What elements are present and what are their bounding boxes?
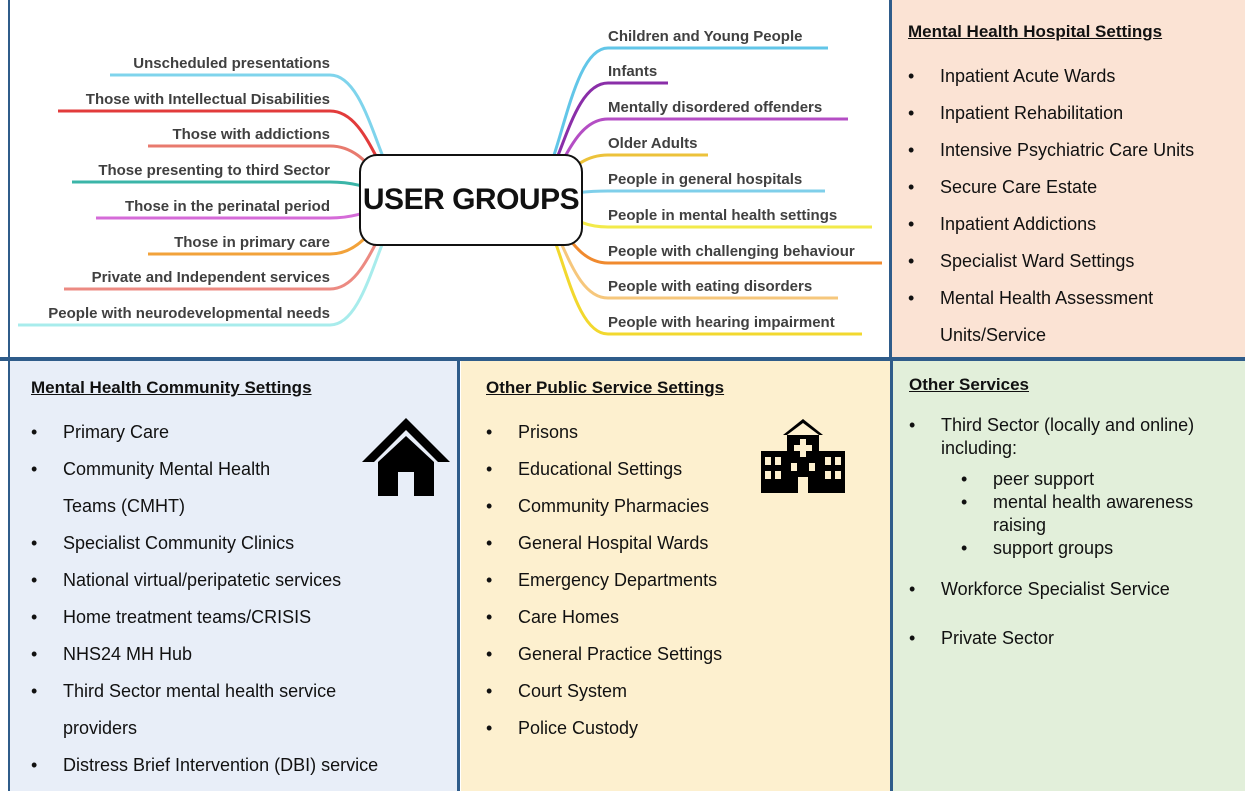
- hospital-building-icon: [761, 419, 845, 493]
- house-icon: [362, 418, 450, 496]
- community-item: Community Mental Health Teams (CMHT): [31, 451, 313, 525]
- right-branch-label: People with hearing impairment: [608, 314, 835, 331]
- third-sector-label: Third Sector (locally and online) includ…: [941, 415, 1195, 458]
- top-vertical-divider: [889, 0, 892, 358]
- hospital-item: Secure Care Estate: [908, 169, 1228, 206]
- bottom-vertical-divider-right: [890, 358, 893, 791]
- other-item-private: Private Sector: [909, 627, 1229, 650]
- left-branch-label: Those with addictions: [172, 126, 330, 143]
- bottom-vertical-divider-left: [457, 358, 460, 791]
- mindmap-center-node: USER GROUPS: [359, 154, 583, 246]
- right-branch-label: Mentally disordered offenders: [608, 99, 823, 116]
- public-item: Court System: [486, 673, 890, 710]
- public-service-settings-title: Other Public Service Settings: [486, 378, 725, 397]
- left-branch-label: Those in the perinatal period: [124, 198, 330, 215]
- community-settings-panel: Mental Health Community Settings Primary…: [10, 361, 458, 791]
- other-services-title: Other Services: [909, 375, 1030, 394]
- hospital-item: Mental Health Assessment Units/Service: [908, 280, 1170, 354]
- third-sector-sub-item: support groups: [961, 537, 1229, 560]
- community-item: Home treatment teams/CRISIS: [31, 599, 458, 636]
- community-item: Primary Care: [31, 414, 458, 451]
- left-branch-label: Those presenting to third Sector: [98, 162, 330, 179]
- right-branch-label: Older Adults: [608, 135, 698, 152]
- public-item: Emergency Departments: [486, 562, 890, 599]
- hospital-item: Inpatient Acute Wards: [908, 58, 1228, 95]
- community-item: Third Sector mental health service provi…: [31, 673, 393, 747]
- right-branch-label: Infants: [608, 63, 658, 80]
- community-settings-title: Mental Health Community Settings: [31, 378, 312, 397]
- public-item: Care Homes: [486, 599, 890, 636]
- hospital-settings-panel: Mental Health Hospital Settings Inpatien…: [892, 0, 1245, 358]
- community-item: Distress Brief Intervention (DBI) servic…: [31, 747, 458, 784]
- public-item: Educational Settings: [486, 451, 890, 488]
- other-item-third-sector: Third Sector (locally and online) includ…: [909, 414, 1229, 560]
- hospital-item: Specialist Ward Settings: [908, 243, 1228, 280]
- hospital-item: Inpatient Rehabilitation: [908, 95, 1228, 132]
- third-sector-sub-item: mental health awareness raising: [961, 491, 1223, 537]
- public-item: Community Pharmacies: [486, 488, 890, 525]
- community-item: National virtual/peripatetic services: [31, 562, 458, 599]
- left-border: [8, 0, 10, 791]
- other-item-workforce: Workforce Specialist Service: [909, 578, 1229, 601]
- right-branch-label: People with challenging behaviour: [608, 243, 855, 260]
- public-item: Police Custody: [486, 710, 890, 747]
- left-branch-label: Private and Independent services: [91, 269, 330, 286]
- public-item: General Hospital Wards: [486, 525, 890, 562]
- left-branch-label: Those with Intellectual Disabilities: [85, 91, 330, 108]
- left-branch-label: Those in primary care: [174, 234, 330, 251]
- horizontal-divider: [0, 357, 1245, 361]
- other-services-panel: Other Services Third Sector (locally and…: [893, 361, 1245, 791]
- public-service-settings-panel: Other Public Service Settings Prisons Ed…: [461, 361, 890, 791]
- hospital-item: Inpatient Addictions: [908, 206, 1228, 243]
- public-item: General Practice Settings: [486, 636, 890, 673]
- hospital-settings-title: Mental Health Hospital Settings: [908, 22, 1163, 41]
- left-branch-label: Unscheduled presentations: [133, 55, 330, 72]
- right-branch-label: Children and Young People: [608, 28, 803, 45]
- community-item: NHS24 MH Hub: [31, 636, 458, 673]
- third-sector-sub-item: peer support: [961, 468, 1229, 491]
- right-branch-label: People in mental health settings: [608, 207, 838, 224]
- hospital-item: Intensive Psychiatric Care Units: [908, 132, 1228, 169]
- right-branch-label: People with eating disorders: [608, 278, 813, 295]
- community-item: Specialist Community Clinics: [31, 525, 458, 562]
- left-branch-label: People with neurodevelopmental needs: [48, 305, 330, 322]
- right-branch-label: People in general hospitals: [608, 171, 803, 188]
- public-item: Prisons: [486, 414, 890, 451]
